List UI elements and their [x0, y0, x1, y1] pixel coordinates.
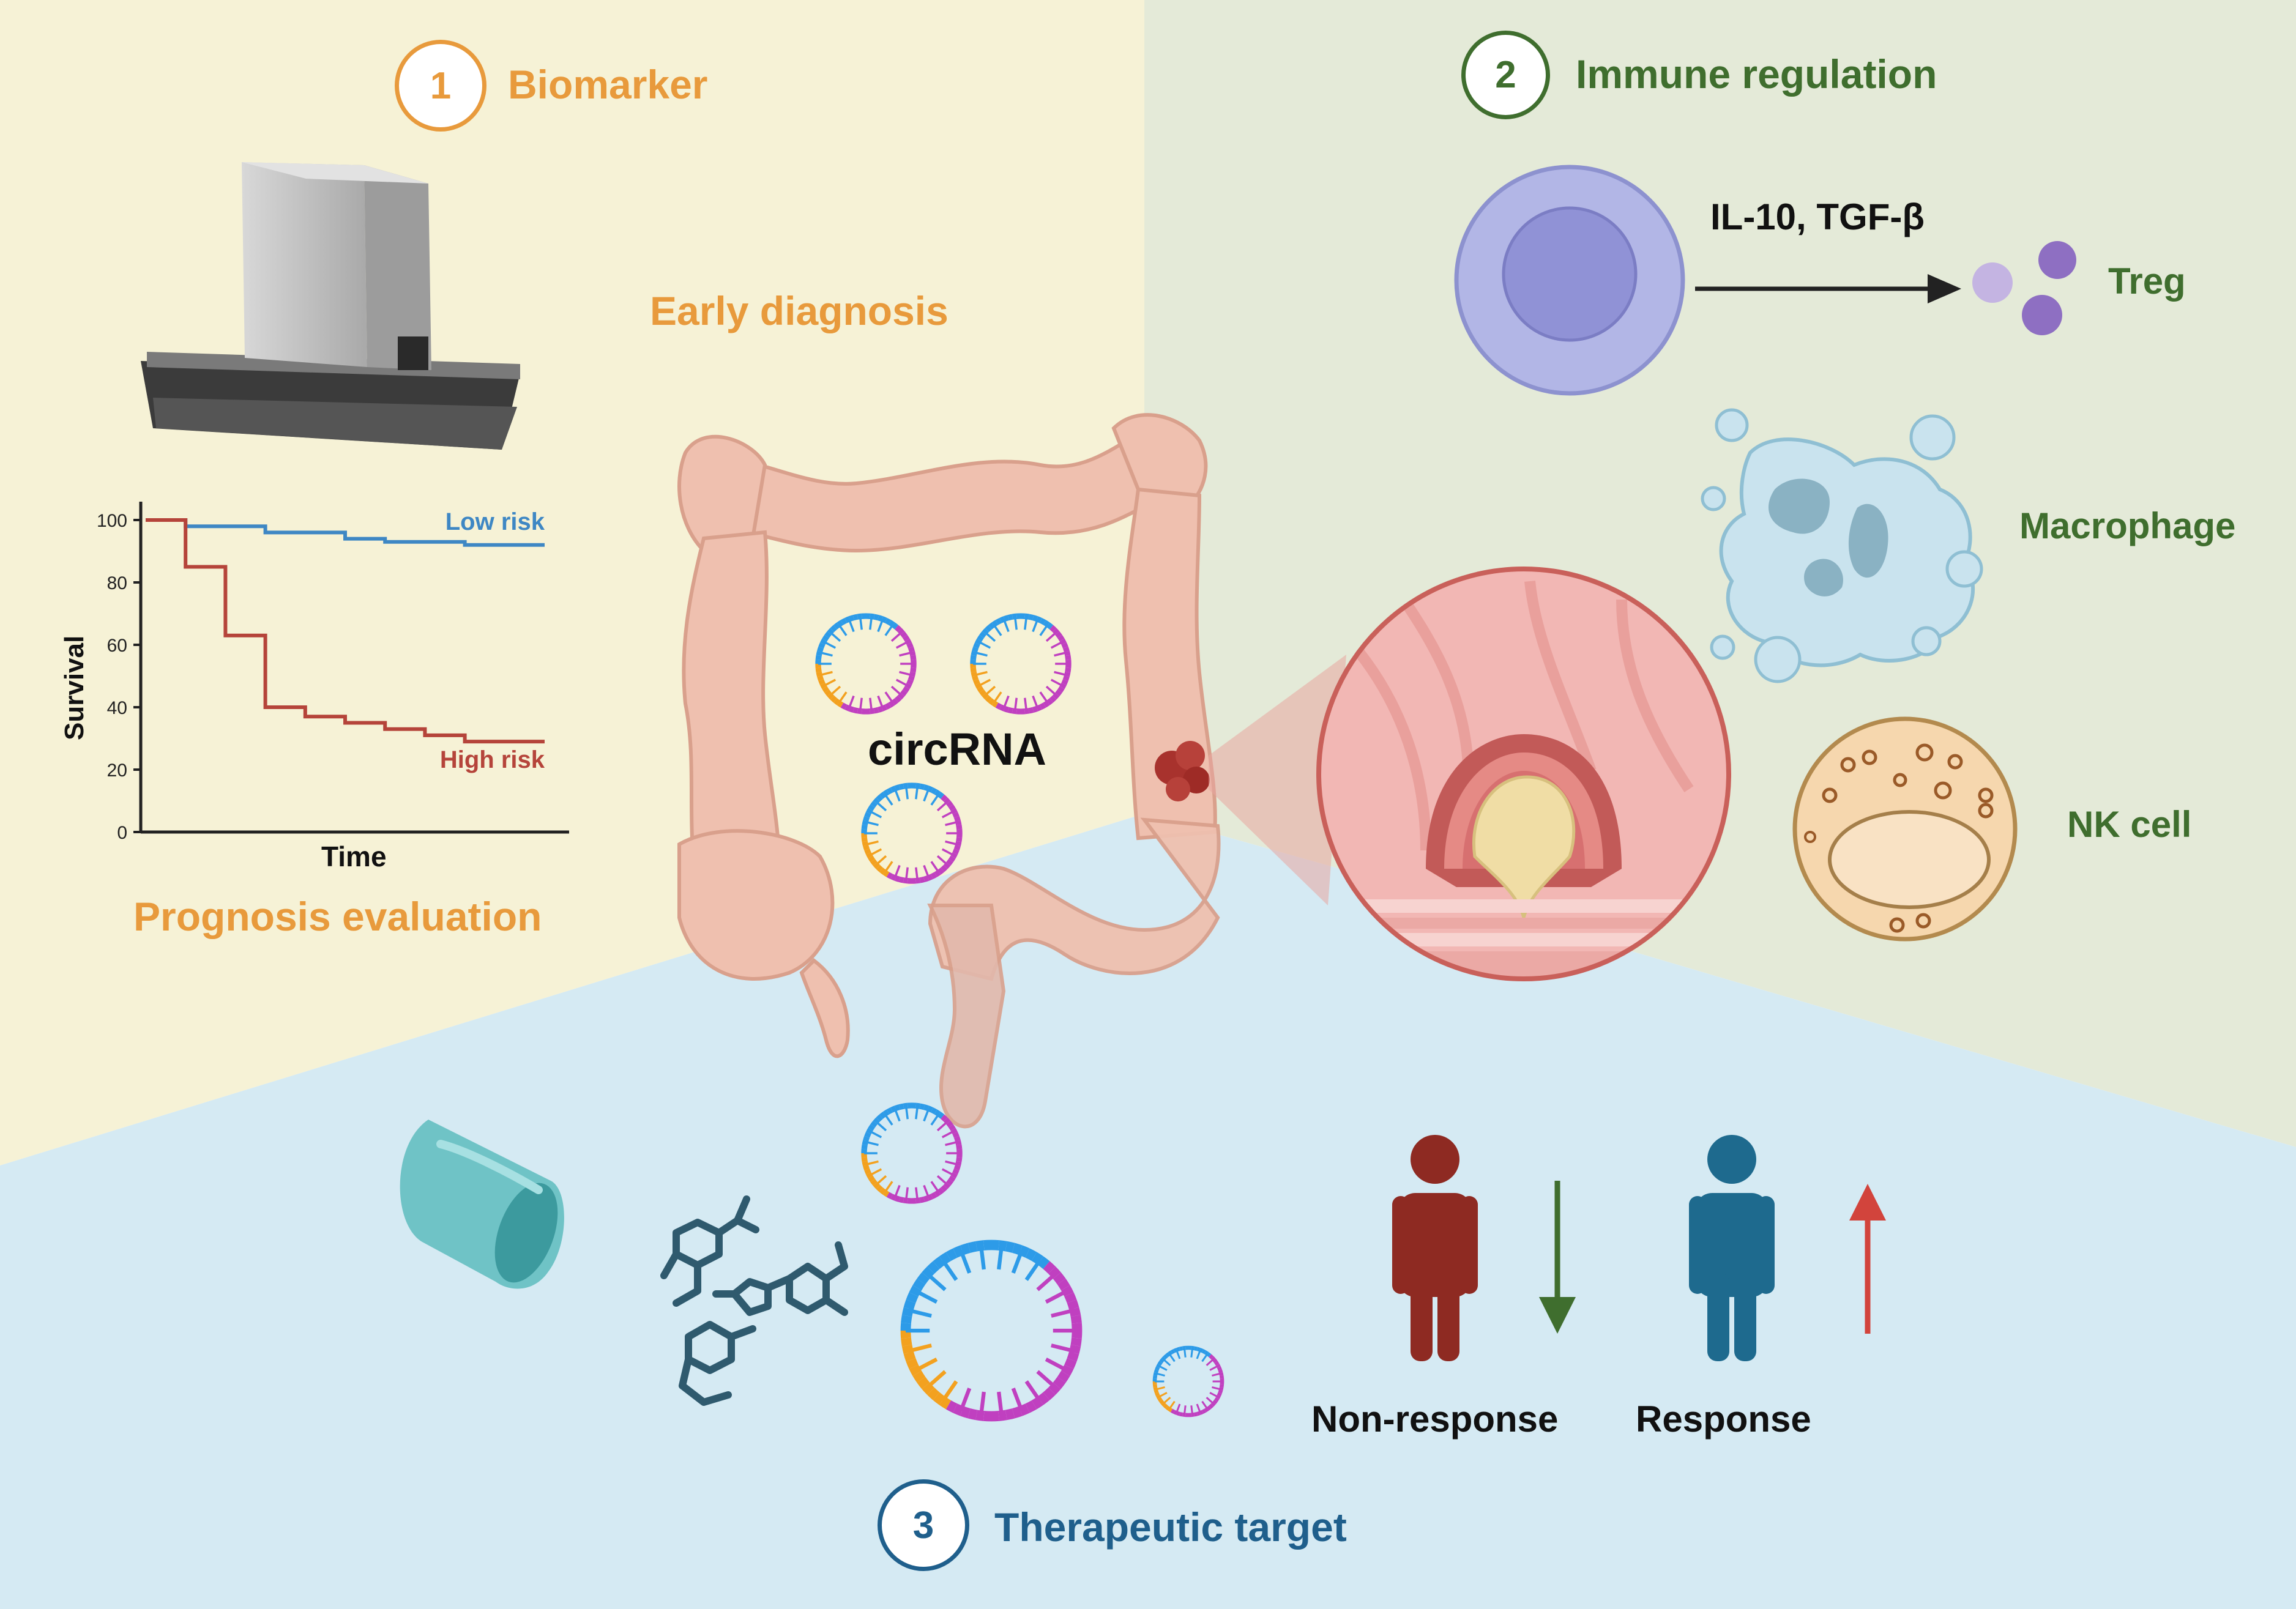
- non-response-person: [1392, 1135, 1478, 1361]
- section-number-badge-3: 3: [878, 1479, 969, 1571]
- section-number-badge-2: 2: [1461, 31, 1550, 119]
- biomarker-title: Biomarker: [508, 62, 708, 107]
- section-number-badge-1: 1: [395, 40, 486, 132]
- circrna-label: circRNA: [868, 724, 1046, 775]
- therapeutic-target-title: Therapeutic target: [994, 1504, 1347, 1550]
- non-response-label: Non-response: [1311, 1399, 1559, 1440]
- chart-y-axis-label: Survival: [59, 635, 89, 740]
- small-molecules: [660, 1195, 848, 1406]
- up-arrow: [1849, 1184, 1886, 1334]
- series-label-low-risk: Low risk: [445, 508, 545, 535]
- circrna-ring: [1152, 1345, 1224, 1418]
- cytokine-arrow-head: [1928, 274, 1961, 303]
- immune-regulation-title: Immune regulation: [1576, 51, 1937, 97]
- circrna-ring: [815, 613, 917, 715]
- tumor-zoom: [1316, 567, 1731, 981]
- appendix: [799, 958, 850, 1058]
- chart-x-axis-label: Time: [321, 841, 387, 872]
- survival-curve-high-risk: [146, 518, 545, 744]
- nk-cell-label: NK cell: [2067, 804, 2192, 845]
- cecum: [677, 829, 835, 981]
- sequencer-device: [141, 162, 520, 450]
- survival-chart: 0 20 40 60 80 100: [97, 502, 569, 843]
- y-tick-label: 100: [97, 511, 127, 531]
- circrna-rings: [815, 613, 1224, 1422]
- cytokines-label: IL-10, TGF-β: [1710, 196, 1925, 237]
- zoom-cone: [1209, 655, 1346, 905]
- response-label: Response: [1636, 1399, 1811, 1440]
- y-tick-label: 80: [107, 573, 127, 593]
- series-label-high-risk: High risk: [439, 746, 545, 774]
- tumor: [1155, 741, 1210, 801]
- circrna-ring: [861, 782, 963, 884]
- response-person: [1689, 1135, 1775, 1361]
- nk-cell: [1792, 716, 2018, 942]
- macrophage-cell: [1701, 408, 1983, 683]
- early-diagnosis-label: Early diagnosis: [650, 288, 949, 333]
- drug-capsule: [400, 1120, 564, 1289]
- rectum: [927, 904, 1006, 1129]
- treg-cell: [1454, 165, 1685, 396]
- treg-label: Treg: [2108, 261, 2186, 302]
- down-arrow: [1539, 1181, 1576, 1334]
- therapeutic-region: [0, 814, 2296, 1609]
- circrna-ring: [861, 1102, 963, 1204]
- prognosis-evaluation-label: Prognosis evaluation: [133, 894, 542, 939]
- sigmoid-colon: [928, 817, 1221, 981]
- y-tick-label: 60: [107, 636, 127, 656]
- cytokine-particles: [1972, 241, 2076, 335]
- macrophage-label: Macrophage: [2019, 505, 2236, 546]
- y-tick-label: 20: [107, 760, 127, 781]
- y-tick-label: 40: [107, 698, 127, 718]
- survival-curve-low-risk: [146, 518, 545, 547]
- y-tick-label: 0: [117, 823, 127, 843]
- circrna-ring: [900, 1239, 1083, 1422]
- circrna-ring: [970, 613, 1072, 715]
